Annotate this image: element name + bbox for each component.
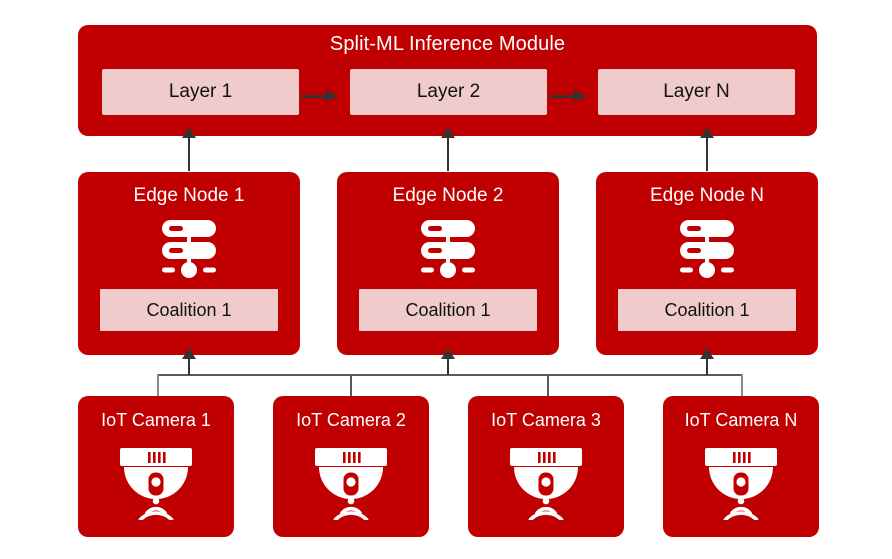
coalition-label-n: Coalition 1 [664,299,750,320]
server-icon [680,220,734,278]
coalition-label-1: Coalition 1 [146,299,232,320]
camera-3-bus-drop [547,374,549,398]
dome-camera-icon [120,448,192,520]
camera-n-bus-drop [741,374,743,398]
coalition-box-1[interactable]: Coalition 1 [100,289,278,331]
layer-label-1: Layer 1 [168,81,233,102]
iot-camera-1[interactable]: IoT Camera 1 [78,396,234,537]
camera-bus-line [157,374,743,376]
iot-camera-n[interactable]: IoT Camera N [663,396,819,537]
edge-node-n-title: Edge Node N [649,185,765,206]
server-icon [162,220,216,278]
edge-node-1[interactable]: Edge Node 1 Coalition 1 [78,172,300,355]
layer-box-2[interactable]: Layer 2 [350,69,547,115]
arrow-bus-to-edge-node-2 [441,348,455,375]
iot-camera-3-title: IoT Camera 3 [491,410,601,430]
arrow-layer1-to-layer2 [301,90,338,102]
dome-camera-icon [510,448,582,520]
camera-1-bus-drop [157,374,159,398]
layer-box-1[interactable]: Layer 1 [102,69,299,115]
edge-node-n[interactable]: Edge Node N Coalition 1 [596,172,818,355]
arrow-edge-node-2-to-module [441,127,455,171]
module-title: Split-ML Inference Module [329,33,566,55]
layer-label-3: Layer N [663,81,730,102]
iot-camera-2-title: IoT Camera 2 [296,410,406,430]
edge-node-2[interactable]: Edge Node 2 Coalition 1 [337,172,559,355]
coalition-box-n[interactable]: Coalition 1 [618,289,796,331]
arrow-edge-node-1-to-module [182,127,196,171]
layer-label-2: Layer 2 [416,81,481,102]
layer-box-3[interactable]: Layer N [598,69,795,115]
iot-camera-2[interactable]: IoT Camera 2 [273,396,429,537]
server-icon [421,220,475,278]
arrow-bus-to-edge-node-1 [182,348,196,375]
dome-camera-icon [315,448,387,520]
arrow-bus-to-edge-node-n [700,348,714,375]
arrow-edge-node-n-to-module [700,127,714,171]
arrow-layer2-to-layerN [549,90,586,102]
dome-camera-icon [705,448,777,520]
coalition-label-2: Coalition 1 [405,299,491,320]
iot-camera-n-title: IoT Camera N [684,410,798,430]
edge-node-2-title: Edge Node 2 [392,185,504,206]
coalition-box-2[interactable]: Coalition 1 [359,289,537,331]
iot-camera-1-title: IoT Camera 1 [101,410,211,430]
edge-node-1-title: Edge Node 1 [133,185,245,206]
iot-camera-3[interactable]: IoT Camera 3 [468,396,624,537]
camera-2-bus-drop [350,374,352,398]
